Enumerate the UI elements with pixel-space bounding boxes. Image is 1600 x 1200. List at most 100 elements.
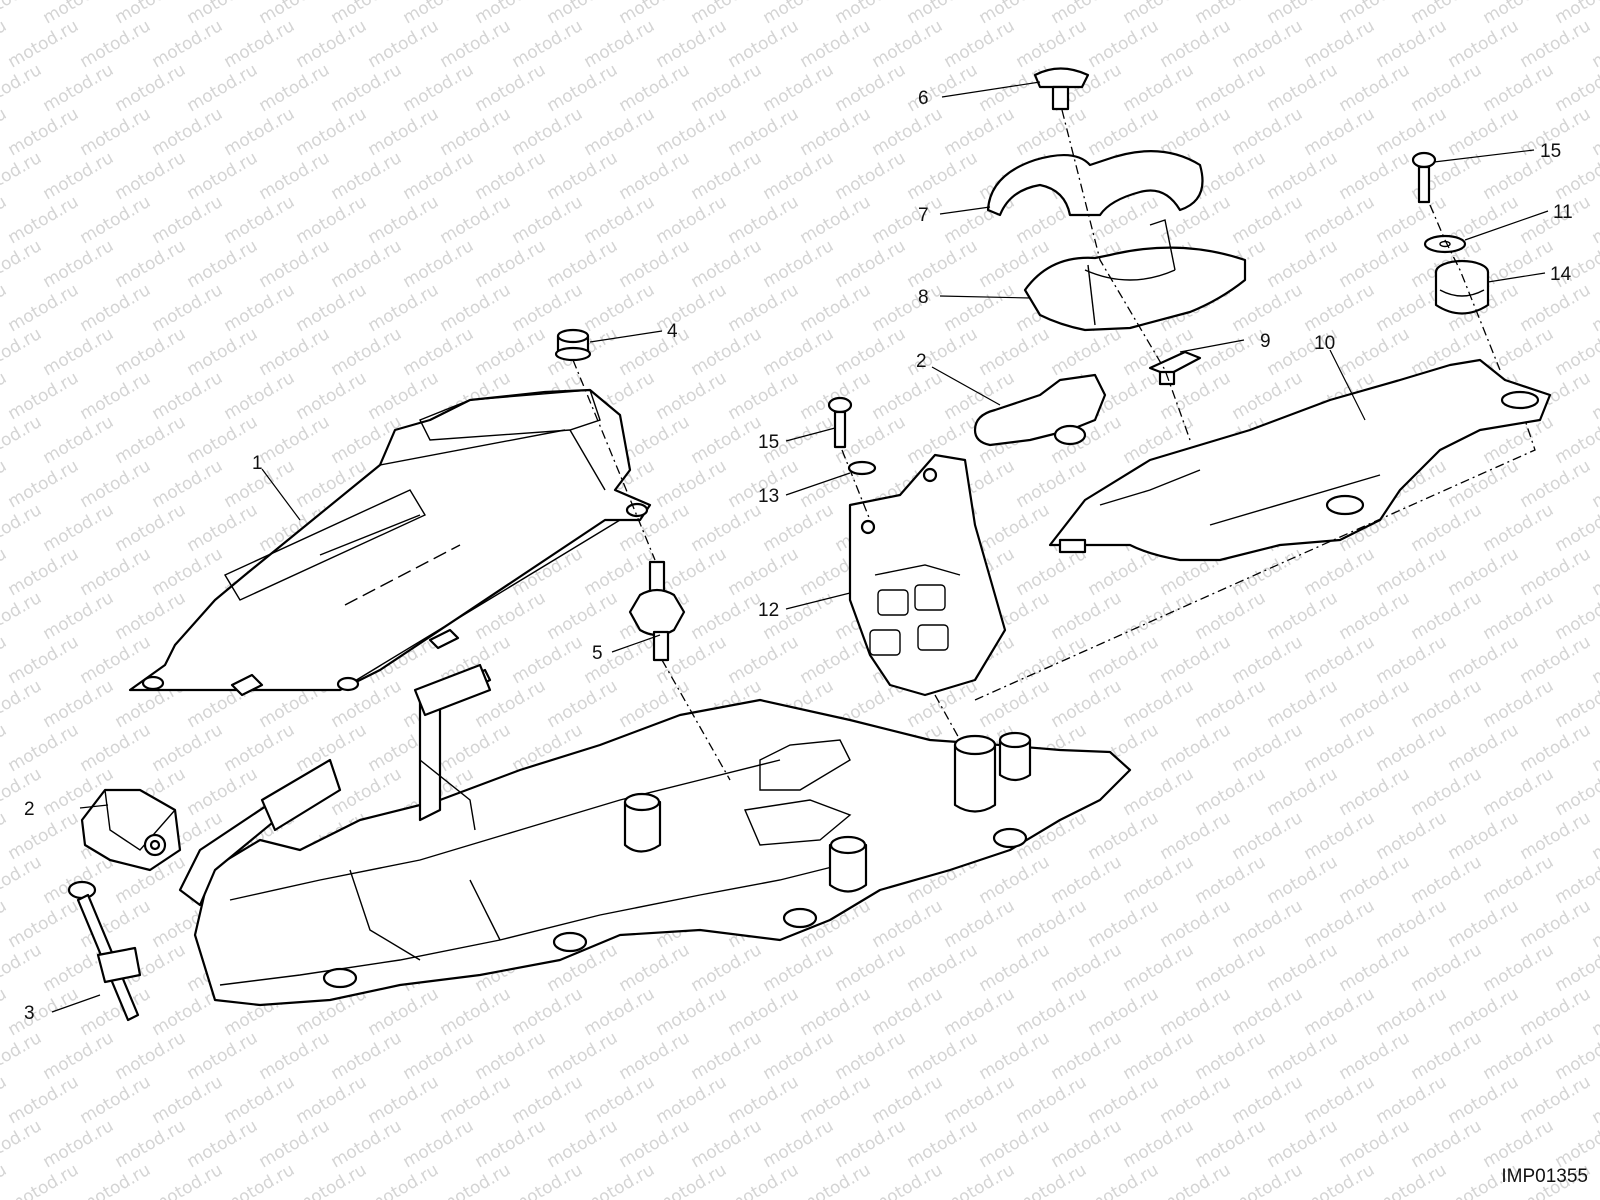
watermark-text: motod.ru <box>40 1116 118 1172</box>
watermark-text: motod.ru <box>941 1160 1019 1200</box>
watermark-text: motod.ru <box>40 148 118 204</box>
watermark-text: motod.ru <box>1408 940 1486 996</box>
watermark-text: motod.ru <box>1301 1160 1379 1200</box>
watermark-text: motod.ru <box>760 0 838 28</box>
watermark-text: motod.ru <box>1229 720 1307 776</box>
watermark-text: motod.ru <box>1048 940 1126 996</box>
watermark-text: motod.ru <box>221 192 299 248</box>
watermark-text: motod.ru <box>1445 896 1523 952</box>
watermark-text: motod.ru <box>1336 940 1414 996</box>
watermark-text: motod.ru <box>1408 60 1486 116</box>
callout-2-right: 2 <box>916 351 927 372</box>
drawing-code: IMP01355 <box>1501 1166 1588 1187</box>
watermark-text: motod.ru <box>1336 324 1414 380</box>
watermark-text: motod.ru <box>1408 1116 1486 1172</box>
watermark-text: motod.ru <box>1085 1160 1163 1200</box>
watermark-text: motod.ru <box>1157 1072 1235 1128</box>
watermark-text: motod.ru <box>472 60 550 116</box>
watermark-text: motod.ru <box>725 544 803 600</box>
watermark-text: motod.ru <box>437 16 515 72</box>
watermark-text: motod.ru <box>293 1072 371 1128</box>
watermark-text: motod.ru <box>0 60 45 116</box>
watermark-text: motod.ru <box>1301 632 1379 688</box>
watermark-text: motod.ru <box>725 632 803 688</box>
watermark-text: motod.ru <box>1373 808 1451 864</box>
watermark-text: motod.ru <box>1229 896 1307 952</box>
watermark-text: motod.ru <box>149 104 227 160</box>
watermark-text: motod.ru <box>869 896 947 952</box>
watermark-text: motod.ru <box>0 500 45 556</box>
watermark-text: motod.ru <box>1336 764 1414 820</box>
watermark-text: motod.ru <box>869 1072 947 1128</box>
watermark-text: motod.ru <box>1264 764 1342 820</box>
watermark-text: motod.ru <box>1229 808 1307 864</box>
part-7-upper-clamp <box>986 150 1204 217</box>
assembly-axes <box>572 109 1536 781</box>
watermark-text: motod.ru <box>1192 0 1270 28</box>
watermark-text: motod.ru <box>904 60 982 116</box>
watermark-text: motod.ru <box>328 148 406 204</box>
watermark-text: motod.ru <box>1408 500 1486 556</box>
watermark-text: motod.ru <box>544 60 622 116</box>
watermark-text: motod.ru <box>400 1028 478 1084</box>
watermark-text: motod.ru <box>976 676 1054 732</box>
watermark-text: motod.ru <box>1192 1028 1270 1084</box>
watermark-text: motod.ru <box>1120 1116 1198 1172</box>
callout-6: 6 <box>918 88 929 109</box>
watermark-text: motod.ru <box>149 456 227 512</box>
watermark-text: motod.ru <box>725 192 803 248</box>
watermark-text: motod.ru <box>149 280 227 336</box>
watermark-text: motod.ru <box>688 1028 766 1084</box>
watermark-text: motod.ru <box>976 852 1054 908</box>
callout-15-left: 15 <box>758 432 779 453</box>
watermark-text: motod.ru <box>1229 984 1307 1040</box>
watermark-text: motod.ru <box>688 236 766 292</box>
watermark-text: motod.ru <box>1480 1116 1558 1172</box>
watermark-text: motod.ru <box>976 1116 1054 1172</box>
watermark-text: motod.ru <box>725 1160 803 1200</box>
watermark-text: motod.ru <box>725 280 803 336</box>
watermark-text: motod.ru <box>941 16 1019 72</box>
watermark-text: motod.ru <box>725 104 803 160</box>
watermark-text: motod.ru <box>581 192 659 248</box>
watermark-text: motod.ru <box>760 1116 838 1172</box>
watermark-text: motod.ru <box>1517 984 1595 1040</box>
watermark-text: motod.ru <box>1085 16 1163 72</box>
watermark-text: motod.ru <box>941 104 1019 160</box>
watermark-text: motod.ru <box>1264 1116 1342 1172</box>
watermark-text: motod.ru <box>1517 544 1595 600</box>
watermark-text: motod.ru <box>976 940 1054 996</box>
watermark-text: motod.ru <box>149 1160 227 1200</box>
watermark-text: motod.ru <box>1373 632 1451 688</box>
watermark-text: motod.ru <box>149 1072 227 1128</box>
callout-14: 14 <box>1550 264 1572 285</box>
watermark-text: motod.ru <box>149 368 227 424</box>
part-15-screw-right <box>1411 151 1437 204</box>
watermark-text: motod.ru <box>437 280 515 336</box>
watermark-text: motod.ru <box>1120 588 1198 644</box>
watermark-text: motod.ru <box>1301 16 1379 72</box>
watermark-text: motod.ru <box>653 1072 731 1128</box>
callout-12: 12 <box>758 600 779 621</box>
watermark-text: motod.ru <box>5 896 83 952</box>
watermark-text: motod.ru <box>1373 1160 1451 1200</box>
watermark-text: motod.ru <box>0 324 45 380</box>
watermark-text: motod.ru <box>941 280 1019 336</box>
watermark-text: motod.ru <box>472 0 550 28</box>
watermark-text: motod.ru <box>797 1072 875 1128</box>
watermark-text: motod.ru <box>653 280 731 336</box>
watermark-text: motod.ru <box>256 60 334 116</box>
part-8-lower-clamp <box>1023 219 1247 332</box>
part-1-electronics-tray <box>128 388 652 697</box>
watermark-text: motod.ru <box>184 1116 262 1172</box>
watermark-text: motod.ru <box>77 280 155 336</box>
part-3-cable-tie <box>67 880 142 1022</box>
watermark-text: motod.ru <box>544 0 622 28</box>
watermark-text: motod.ru <box>1336 148 1414 204</box>
watermark-text: motod.ru <box>760 324 838 380</box>
watermark-text: motod.ru <box>869 104 947 160</box>
watermark-text: motod.ru <box>221 368 299 424</box>
watermark-text: motod.ru <box>184 236 262 292</box>
watermark-text: motod.ru <box>1373 104 1451 160</box>
watermark-text: motod.ru <box>1517 1072 1595 1128</box>
